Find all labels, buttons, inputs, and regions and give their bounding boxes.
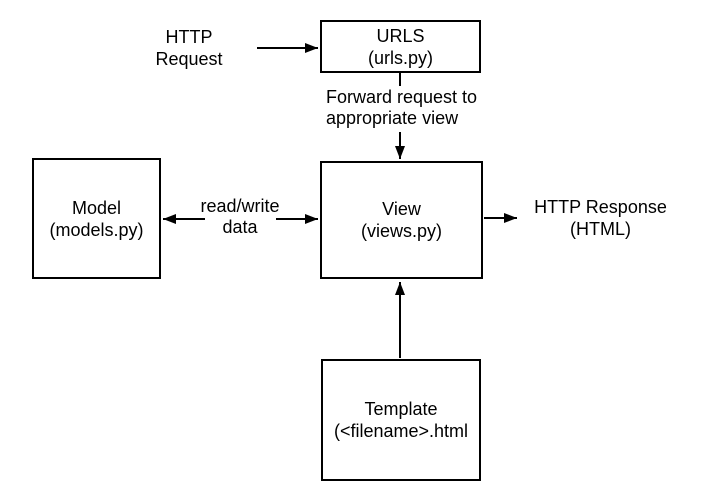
view-box: View (views.py) — [320, 161, 483, 279]
urls-box-title: URLS — [376, 25, 425, 46]
http-response-label-line1: HTTP Response — [534, 197, 667, 217]
http-request-label-line2: Request — [155, 49, 223, 69]
model-box-filename: (models.py) — [49, 219, 144, 240]
urls-box: URLS (urls.py) — [320, 20, 481, 73]
forward-request-label-line1: Forward request to — [326, 87, 478, 107]
template-box-filename: (<filename>.html — [333, 421, 469, 441]
template-box-title: Template — [364, 399, 438, 419]
http-request-label-line1: HTTP — [165, 27, 213, 47]
http-response-label: HTTP Response (HTML) — [518, 196, 683, 240]
model-box: Model (models.py) — [32, 158, 161, 279]
view-box-filename: (views.py) — [360, 221, 442, 241]
forward-request-label: Forward request to appropriate view — [326, 87, 496, 129]
template-box: Template (<filename>.html — [321, 359, 481, 481]
view-box-title: View — [382, 199, 421, 219]
urls-box-filename: (urls.py) — [367, 47, 433, 68]
read-write-data-label: read/write data — [185, 196, 295, 238]
model-box-title: Model — [71, 197, 122, 218]
http-response-label-line2: (HTML) — [570, 219, 631, 239]
forward-request-label-line2: appropriate view — [326, 108, 459, 128]
http-request-label: HTTP Request — [139, 26, 239, 70]
read-write-data-label-line1: read/write — [200, 196, 280, 216]
read-write-data-label-line2: data — [222, 217, 258, 237]
